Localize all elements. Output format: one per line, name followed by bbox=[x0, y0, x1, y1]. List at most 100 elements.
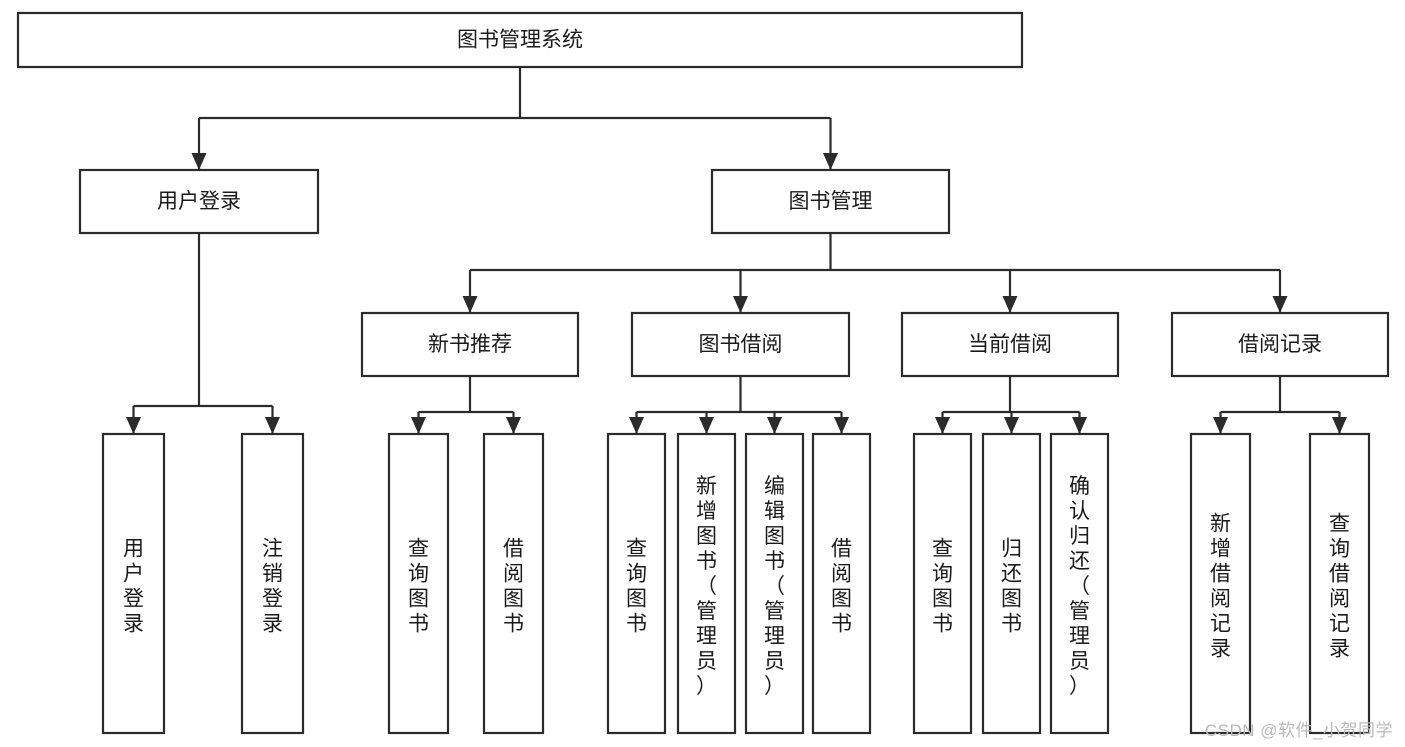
svg-text:归: 归 bbox=[1069, 525, 1090, 548]
svg-text:登: 登 bbox=[123, 588, 144, 611]
csdn-watermark: CSDN @软件_小贺同学 bbox=[1204, 721, 1393, 740]
level2-node-box-0[interactable] bbox=[78, 168, 320, 235]
arrow-head-icon bbox=[1213, 417, 1228, 434]
svg-text:借: 借 bbox=[503, 538, 524, 561]
arrow-head-icon bbox=[935, 417, 950, 434]
svg-text:编: 编 bbox=[764, 475, 785, 498]
level3-node-label-1: 图书借阅 bbox=[699, 333, 783, 356]
svg-text:认: 认 bbox=[1069, 500, 1090, 523]
leaf-node-box-3[interactable] bbox=[482, 432, 545, 735]
leaf-node-box-9[interactable] bbox=[981, 432, 1042, 735]
arrow-head-icon bbox=[1004, 417, 1019, 434]
svg-text:）: ） bbox=[764, 675, 785, 698]
svg-text:书: 书 bbox=[408, 613, 429, 636]
svg-text:图: 图 bbox=[831, 588, 852, 611]
level3-node-label-2: 当前借阅 bbox=[968, 333, 1052, 356]
level2-node-label-1: 图书管理 bbox=[789, 190, 873, 213]
root-node-label: 图书管理系统 bbox=[457, 29, 583, 52]
svg-text:查: 查 bbox=[408, 538, 429, 561]
svg-text:询: 询 bbox=[626, 563, 647, 586]
arrow-head-icon bbox=[1332, 417, 1347, 434]
svg-text:阅: 阅 bbox=[503, 563, 524, 586]
level3-node-box-2[interactable] bbox=[900, 311, 1120, 378]
leaf-node-box-6[interactable] bbox=[744, 432, 805, 735]
arrow-head-icon bbox=[629, 417, 644, 434]
leaf-node-box-8[interactable] bbox=[912, 432, 973, 735]
svg-text:管: 管 bbox=[1069, 600, 1090, 623]
level2-node-label-0: 用户登录 bbox=[157, 190, 241, 213]
svg-text:书: 书 bbox=[696, 550, 717, 573]
leaf-node-box-12[interactable] bbox=[1308, 432, 1371, 735]
svg-text:借: 借 bbox=[1329, 563, 1350, 586]
svg-text:阅: 阅 bbox=[1210, 588, 1231, 611]
svg-text:借: 借 bbox=[831, 538, 852, 561]
leaf-node-box-1[interactable] bbox=[240, 432, 305, 735]
level3-node-box-1[interactable] bbox=[630, 311, 851, 378]
level3-node-box-3[interactable] bbox=[1170, 311, 1390, 378]
level2-node-box-1[interactable] bbox=[710, 168, 951, 235]
arrow-head-icon bbox=[462, 296, 478, 313]
svg-text:）: ） bbox=[696, 675, 717, 698]
svg-text:员: 员 bbox=[764, 650, 785, 673]
svg-text:询: 询 bbox=[932, 563, 953, 586]
svg-text:录: 录 bbox=[1210, 638, 1231, 661]
svg-text:录: 录 bbox=[1329, 638, 1350, 661]
leaf-node-box-11[interactable] bbox=[1189, 432, 1252, 735]
svg-text:员: 员 bbox=[1069, 650, 1090, 673]
svg-text:书: 书 bbox=[831, 613, 852, 636]
svg-text:新: 新 bbox=[696, 475, 717, 498]
svg-text:新: 新 bbox=[1210, 513, 1231, 536]
leaf-node-box-0[interactable] bbox=[101, 432, 166, 735]
svg-text:询: 询 bbox=[408, 563, 429, 586]
arrow-head-icon bbox=[506, 417, 521, 434]
svg-text:书: 书 bbox=[764, 550, 785, 573]
svg-text:辑: 辑 bbox=[764, 500, 785, 523]
svg-text:录: 录 bbox=[123, 613, 144, 636]
svg-text:查: 查 bbox=[626, 538, 647, 561]
svg-text:增: 增 bbox=[696, 500, 717, 523]
svg-text:户: 户 bbox=[123, 563, 144, 586]
svg-text:理: 理 bbox=[764, 625, 785, 648]
svg-text:询: 询 bbox=[1329, 538, 1350, 561]
svg-text:阅: 阅 bbox=[1329, 588, 1350, 611]
svg-text:图: 图 bbox=[503, 588, 524, 611]
leaf-node-label-0: 用户登录 bbox=[123, 538, 144, 636]
svg-text:登: 登 bbox=[262, 588, 283, 611]
svg-text:查: 查 bbox=[1329, 513, 1350, 536]
root-node-box[interactable] bbox=[16, 11, 1024, 69]
leaf-node-box-10[interactable] bbox=[1049, 432, 1110, 735]
arrow-head-icon bbox=[823, 153, 838, 170]
leaf-node-box-2[interactable] bbox=[387, 432, 450, 735]
leaf-node-box-4[interactable] bbox=[606, 432, 667, 735]
svg-text:图: 图 bbox=[764, 525, 785, 548]
svg-text:记: 记 bbox=[1210, 613, 1231, 636]
svg-text:销: 销 bbox=[262, 563, 283, 586]
arrow-head-icon bbox=[191, 153, 207, 170]
svg-text:书: 书 bbox=[503, 613, 524, 636]
svg-text:理: 理 bbox=[1069, 625, 1090, 648]
level3-node-box-0[interactable] bbox=[360, 311, 580, 378]
arrow-head-icon bbox=[126, 417, 141, 434]
svg-text:图: 图 bbox=[932, 588, 953, 611]
leaf-node-box-7[interactable] bbox=[811, 432, 872, 735]
leaf-node-box-5[interactable] bbox=[676, 432, 737, 735]
svg-text:图: 图 bbox=[1001, 588, 1022, 611]
svg-text:还: 还 bbox=[1069, 550, 1090, 573]
svg-text:理: 理 bbox=[696, 625, 717, 648]
svg-text:图: 图 bbox=[408, 588, 429, 611]
svg-text:录: 录 bbox=[262, 613, 283, 636]
svg-text:图: 图 bbox=[626, 588, 647, 611]
node-box-layer bbox=[16, 11, 1390, 735]
